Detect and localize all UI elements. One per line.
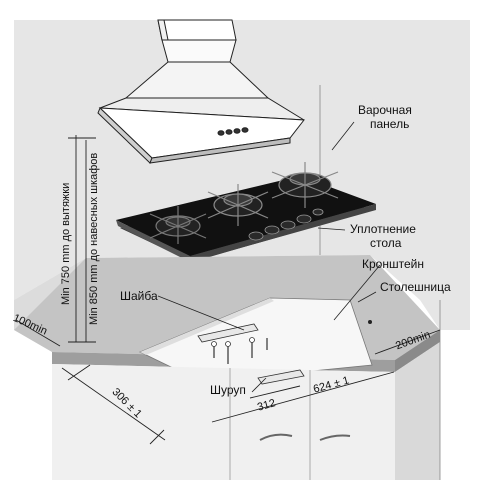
hood-clearance-label: Min 750 mm до вытяжки xyxy=(60,182,72,305)
countertop-label: Столешница xyxy=(380,280,451,294)
screw-label: Шуруп xyxy=(210,383,246,397)
hob-label-line2: панель xyxy=(370,117,410,131)
label-leaders xyxy=(157,121,381,393)
hood-button xyxy=(241,127,249,133)
washer-label: Шайба xyxy=(120,289,158,303)
countertop-dimensions xyxy=(15,319,441,445)
kitchen-hood xyxy=(97,19,305,164)
cabinet-handle xyxy=(259,433,293,441)
countertop xyxy=(14,255,440,383)
cabinet-handle xyxy=(319,434,351,441)
seal-label-line1: Уплотнение xyxy=(350,222,416,236)
base-cabinets xyxy=(52,300,441,480)
bracket-left xyxy=(197,323,259,343)
hob-label-line1: Варочная xyxy=(358,103,412,117)
cabinet-clearance-label: Min 850 mm до навесных шкафов xyxy=(88,152,100,325)
bracket-label: Кронштейн xyxy=(362,257,424,271)
hob-knobs xyxy=(248,208,324,241)
washer xyxy=(249,337,255,343)
burner-left xyxy=(149,206,207,244)
hood-button xyxy=(233,128,241,134)
hood-button xyxy=(217,130,225,136)
seal-label-line2: стола xyxy=(370,236,402,250)
washer xyxy=(211,341,217,347)
burner-right xyxy=(271,162,339,208)
hood-button xyxy=(225,129,233,135)
countertop-marker xyxy=(368,320,372,324)
gas-hob xyxy=(116,162,376,262)
vertical-clearance-dimension xyxy=(68,135,96,343)
burner-center xyxy=(207,184,269,226)
washer xyxy=(225,341,231,347)
mounting-hardware xyxy=(197,323,305,385)
bracket-right xyxy=(257,369,305,385)
